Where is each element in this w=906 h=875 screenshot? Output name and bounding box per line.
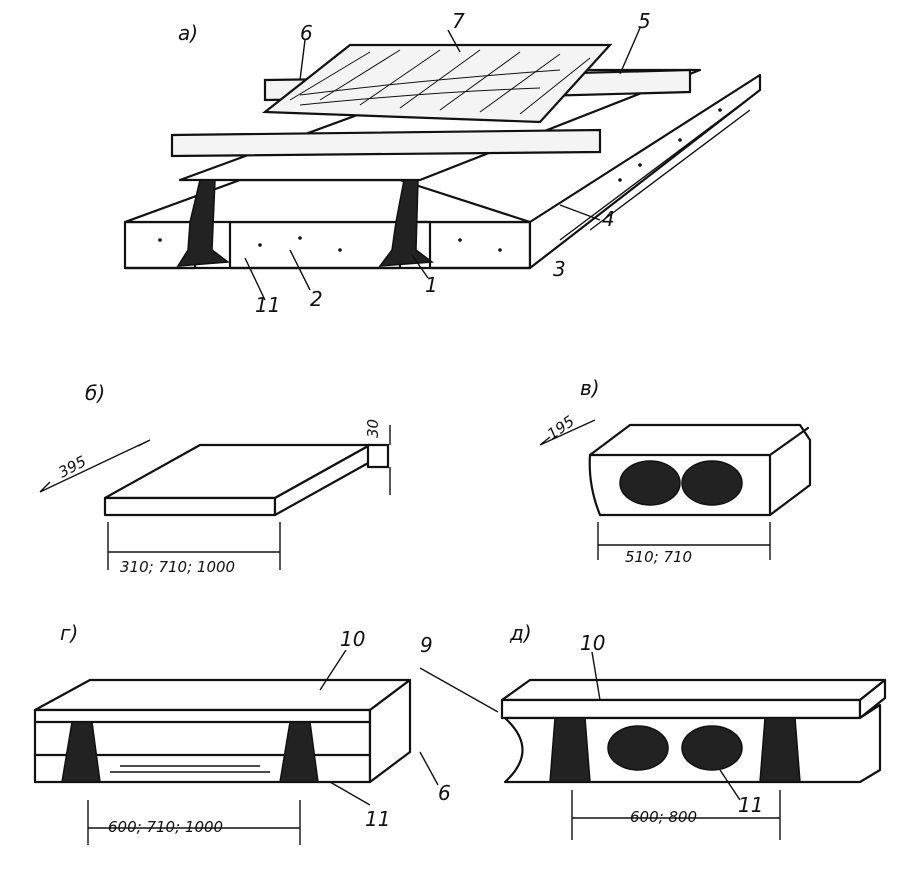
panel-b-dim-width: 310; 710; 1000 (120, 558, 235, 576)
panel-a-label-1: 1 (425, 273, 438, 297)
panel-d-letter: д) (509, 621, 532, 645)
panel-a-label-6: 6 (300, 21, 313, 45)
panel-a-label-2: 2 (310, 287, 323, 311)
panel-a-label-4: 4 (602, 207, 615, 231)
panel-d-label-10: 10 (580, 631, 605, 655)
panel-g-label-11: 11 (365, 807, 390, 831)
panel-g-letter: г) (60, 621, 78, 645)
panel-b-letter: б) (85, 381, 105, 405)
panel-g-label-6: 6 (438, 781, 451, 805)
panel-v-dim-width: 510; 710 (625, 548, 692, 566)
panel-g-label-10: 10 (340, 627, 365, 651)
panel-a-label-7: 7 (452, 9, 465, 33)
panel-a-floorboards (261, 43, 613, 124)
panel-a-label-11: 11 (255, 293, 280, 317)
panel-d: д) 600; 800 10 11 (500, 621, 887, 840)
panel-b-dim-height: 30 (364, 419, 382, 438)
panel-v-letter: в) (580, 376, 600, 400)
panel-a-label-3: 3 (553, 257, 566, 281)
panel-a-letter: а) (178, 21, 198, 45)
panel-g-dim-width: 600; 710; 1000 (108, 818, 223, 836)
panel-v: в) 510; 710 195 (539, 376, 812, 566)
panel-g-label-9: 9 (420, 633, 433, 657)
panel-d-label-11: 11 (738, 793, 763, 817)
panel-d-dim-width: 600; 800 (630, 808, 697, 826)
panel-b: б) 310; 710; 1000 395 30 (39, 381, 391, 576)
panel-g: г) 600; 710; 1000 10 9 6 11 (33, 621, 499, 845)
panel-a-label-5: 5 (638, 9, 651, 33)
panel-a: а) (123, 9, 762, 317)
